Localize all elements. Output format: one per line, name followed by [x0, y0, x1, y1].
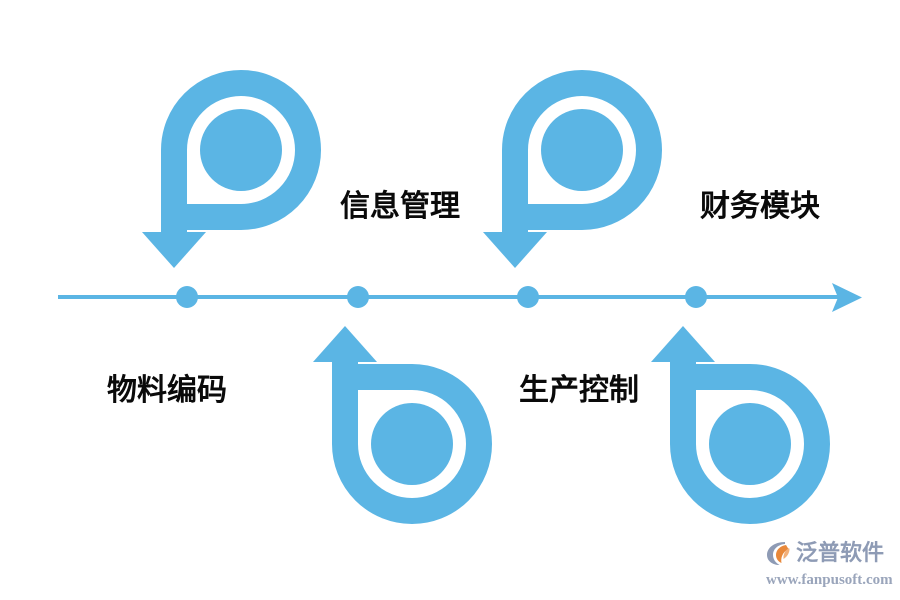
b-loop-arrow-up-icon [651, 326, 830, 524]
arrow-right-icon [832, 283, 862, 312]
timeline-dot-1[interactable] [347, 286, 369, 308]
node-label-production-control: 生产控制 [519, 374, 639, 407]
fanpu-logo-icon [767, 542, 790, 565]
p-loop-arrow-down-icon [142, 70, 321, 268]
watermark: 泛普软件 www.fanpusoft.com [764, 536, 893, 594]
watermark-top-row: 泛普软件 [764, 536, 884, 570]
watermark-url-text: www.fanpusoft.com [766, 572, 893, 588]
watermark-brand-text: 泛普软件 [796, 540, 885, 565]
b-loop-arrow-up-icon [313, 326, 492, 524]
node-marker-0[interactable] [142, 70, 321, 268]
node-label-material-coding: 物料编码 [107, 374, 227, 407]
node-label-finance-module: 财务模块 [700, 190, 820, 223]
timeline-dot-3[interactable] [685, 286, 707, 308]
node-marker-2[interactable] [483, 70, 662, 268]
p-loop-arrow-down-icon [483, 70, 662, 268]
node-marker-1[interactable] [313, 326, 492, 524]
node-marker-3[interactable] [651, 326, 830, 524]
timeline-dot-2[interactable] [517, 286, 539, 308]
node-label-information-management: 信息管理 [340, 190, 460, 223]
timeline-dot-0[interactable] [176, 286, 198, 308]
